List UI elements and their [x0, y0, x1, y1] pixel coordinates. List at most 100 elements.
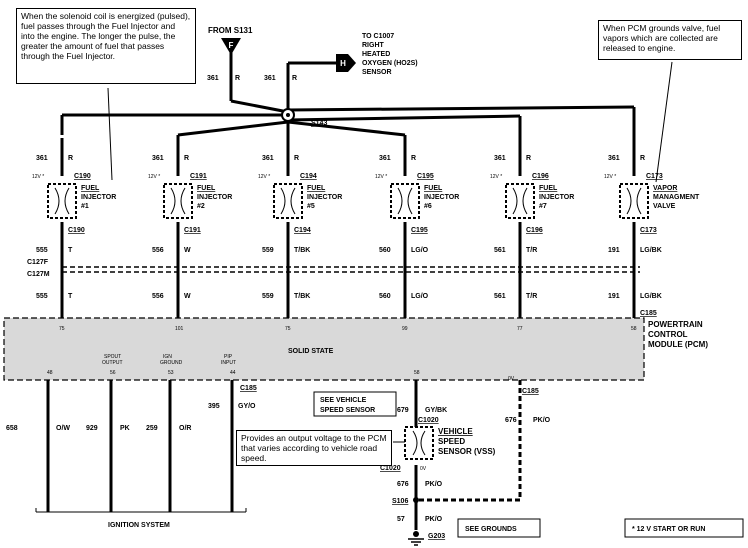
- low-num-5: 561: [494, 293, 506, 300]
- feed-color-5: R: [526, 155, 531, 162]
- component-body-5: [505, 183, 535, 219]
- top-wire-color-right: R: [292, 75, 297, 82]
- top-conn-6: C173: [646, 173, 663, 180]
- pin-0v: 0V: [508, 376, 515, 382]
- top-wire-num-left: 361: [207, 75, 219, 82]
- low-num-2: 556: [152, 293, 164, 300]
- svg-text:HEATED: HEATED: [362, 51, 390, 58]
- low-color-6: LG/BK: [640, 293, 662, 300]
- pin-56: 56: [110, 370, 116, 376]
- ignition-bracket: [35, 508, 247, 513]
- name-3-2: #2: [197, 203, 205, 210]
- vmv-note: When PCM grounds valve, fuel vapors whic…: [598, 20, 742, 60]
- vss-0v: 0V: [420, 466, 427, 472]
- wire-395-num: 395: [208, 403, 220, 410]
- pcm-conn-low: C185: [240, 385, 257, 392]
- pin-label-pip: PIP: [224, 354, 233, 360]
- out-num-6: 191: [608, 247, 620, 254]
- vss-name-2: SPEED: [438, 437, 465, 446]
- vss-conn-bot: C1020: [380, 465, 401, 472]
- component-body-1: [47, 183, 77, 219]
- pcm-solid-state: SOLID STATE: [288, 348, 334, 355]
- svg-text:H: H: [340, 59, 346, 68]
- name-3-6: VALVE: [653, 203, 676, 210]
- pcm-pin-2: 101: [175, 326, 184, 332]
- out-num-3: 559: [262, 247, 274, 254]
- out-num-4: 560: [379, 247, 391, 254]
- name-3-3: #5: [307, 203, 315, 210]
- feed-voltage-6: 12V *: [604, 174, 616, 180]
- component-2: [163, 138, 193, 318]
- pcm-pin-5: 77: [517, 326, 523, 332]
- out-num-2: 556: [152, 247, 164, 254]
- pin-58: 58: [414, 370, 420, 376]
- wire-259-num: 259: [146, 425, 158, 432]
- component-body-3: [273, 183, 303, 219]
- svg-text:SEE VEHICLE: SEE VEHICLE: [320, 397, 367, 404]
- start-run-box: [624, 518, 744, 538]
- component-body-2: [163, 183, 193, 219]
- ignition-system-label: IGNITION SYSTEM: [108, 522, 170, 529]
- bot-conn-2: C191: [184, 227, 201, 234]
- name-2-2: INJECTOR: [197, 194, 232, 201]
- feed-num-6: 361: [608, 155, 620, 162]
- svg-text:RIGHT: RIGHT: [362, 42, 385, 49]
- top-wire-num-right: 361: [264, 75, 276, 82]
- top-conn-3: C194: [300, 173, 317, 180]
- svg-text:SENSOR: SENSOR: [362, 69, 392, 76]
- name-3-4: #6: [424, 203, 432, 210]
- vss-ground-num: 57: [397, 516, 405, 523]
- name-3-1: #1: [81, 203, 89, 210]
- bot-conn-6: C173: [640, 227, 657, 234]
- component-6: [619, 138, 649, 318]
- pin-48: 48: [47, 370, 53, 376]
- out-color-4: LG/O: [411, 247, 429, 254]
- component-4: [390, 138, 420, 318]
- low-color-5: T/R: [526, 293, 537, 300]
- pin-label-ground: GROUND: [160, 360, 183, 366]
- bot-conn-5: C196: [526, 227, 543, 234]
- ground-g203-label: G203: [428, 533, 445, 540]
- pcm-module: [3, 317, 645, 381]
- vss-wire-in-color: GY/BK: [425, 407, 447, 414]
- wire-658-num: 658: [6, 425, 18, 432]
- pcm-pin-3: 75: [285, 326, 291, 332]
- feed-num-4: 361: [379, 155, 391, 162]
- out-color-2: W: [184, 247, 191, 254]
- feed-voltage-2: 12V *: [148, 174, 160, 180]
- feed-num-3: 361: [262, 155, 274, 162]
- feed-voltage-3: 12V *: [258, 174, 270, 180]
- bot-conn-3: C194: [294, 227, 311, 234]
- pin-53: 53: [168, 370, 174, 376]
- name-2-3: INJECTOR: [307, 194, 342, 201]
- feed-color-6: R: [640, 155, 645, 162]
- splice-label: S143: [311, 120, 327, 127]
- low-num-1: 555: [36, 293, 48, 300]
- out-num-5: 561: [494, 247, 506, 254]
- pin-44: 44: [230, 370, 236, 376]
- feed-num-2: 361: [152, 155, 164, 162]
- name-1-6: VAPOR: [653, 185, 677, 192]
- feed-color-4: R: [411, 155, 416, 162]
- feed-voltage-5: 12V *: [490, 174, 502, 180]
- low-color-2: W: [184, 293, 191, 300]
- vss-splice-label: S106: [392, 498, 408, 505]
- low-num-3: 559: [262, 293, 274, 300]
- name-1-1: FUEL: [81, 185, 100, 192]
- component-body-4: [390, 183, 420, 219]
- from-s131-connector: F FROM S131: [208, 26, 253, 55]
- name-1-3: FUEL: [307, 185, 326, 192]
- top-conn-2: C191: [190, 173, 207, 180]
- low-color-3: T/BK: [294, 293, 310, 300]
- pin-label-spout: SPOUT: [104, 354, 121, 360]
- splice-s106: [413, 497, 419, 503]
- name-1-5: FUEL: [539, 185, 558, 192]
- out-color-1: T: [68, 247, 73, 254]
- pcm-pin-6: 58: [631, 326, 637, 332]
- vss-ground-color: PK/O: [425, 516, 443, 523]
- see-grounds-box: [457, 518, 541, 538]
- pcm-name-3: MODULE (PCM): [648, 340, 708, 349]
- wire-929-color: PK: [120, 425, 130, 432]
- injector-note: When the solenoid coil is energized (pul…: [16, 8, 196, 84]
